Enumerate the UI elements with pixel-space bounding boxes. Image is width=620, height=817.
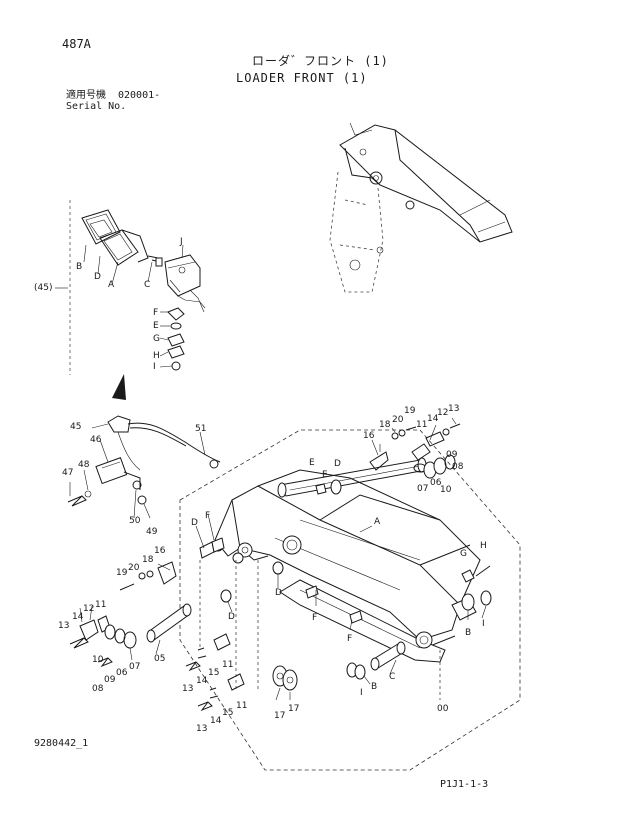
callout-C-lamp: C xyxy=(144,280,151,290)
work-lamp-assembly xyxy=(55,200,206,375)
callout-ref-45: (45) xyxy=(34,283,53,293)
drawing-number: 9280442_1 xyxy=(34,738,89,749)
callout-17-a: 17 xyxy=(274,711,286,721)
callout-16-upper: 16 xyxy=(363,431,375,441)
serial-label-english: Serial No. xyxy=(66,101,127,112)
title-japanese: ローダ゛フロント (1) xyxy=(252,54,389,68)
reference-loader-sketch xyxy=(329,122,513,293)
callout-12-left: 12 xyxy=(83,604,95,614)
callout-F-kit: F xyxy=(153,308,159,318)
serial-label-japanese: 適用号機 xyxy=(66,90,106,101)
serial-value: 020001- xyxy=(118,90,161,101)
callout-46: 46 xyxy=(90,435,102,445)
callout-09-left: 09 xyxy=(104,675,116,685)
callout-J-lamp: J xyxy=(180,237,183,247)
callout-D-lamp: D xyxy=(94,272,101,282)
callout-A-lamp: A xyxy=(108,280,115,290)
callout-I-bottom: I xyxy=(360,688,363,698)
callout-D-arm-left: D xyxy=(191,518,198,528)
callout-20-left: 20 xyxy=(128,563,140,573)
callout-18-upper: 18 xyxy=(379,420,391,430)
page-id: 487A xyxy=(62,37,91,51)
callout-E-lower: E xyxy=(322,470,328,480)
callout-11-low-b: 11 xyxy=(236,701,248,711)
callout-E-upper: E xyxy=(309,458,315,468)
callout-47: 47 xyxy=(62,468,74,478)
callout-09-upper: 09 xyxy=(446,450,458,460)
callout-13-upper: 13 xyxy=(448,404,460,414)
callout-10-upper: 10 xyxy=(440,485,452,495)
callout-48: 48 xyxy=(78,460,90,470)
callout-B-bottom: B xyxy=(371,682,378,692)
callout-15-low-b: 15 xyxy=(222,708,234,718)
callout-D-arm-low: D xyxy=(228,612,235,622)
callout-15-low-a: 15 xyxy=(208,668,220,678)
callout-F-arm-mid: F xyxy=(312,613,318,623)
callout-11-left: 11 xyxy=(95,600,107,610)
callout-06-left: 06 xyxy=(116,668,128,678)
callout-C-bottom: C xyxy=(389,672,396,682)
callout-49: 49 xyxy=(146,527,158,537)
callout-19-left: 19 xyxy=(116,568,128,578)
callout-51: 51 xyxy=(195,424,207,434)
callout-13-low-b: 13 xyxy=(196,724,208,734)
callout-B-lamp: B xyxy=(76,262,83,272)
callout-45: 45 xyxy=(70,422,82,432)
callout-B-right: B xyxy=(465,628,472,638)
callout-19-upper: 19 xyxy=(404,406,416,416)
location-arrow xyxy=(112,374,126,400)
callout-14-low-a: 14 xyxy=(196,676,208,686)
callout-E-kit: E xyxy=(153,321,159,331)
callout-14-low-b: 14 xyxy=(210,716,222,726)
left-pin-hardware xyxy=(69,537,225,668)
callout-11-upper: 11 xyxy=(416,420,428,430)
callout-50: 50 xyxy=(129,516,141,526)
harness-relay-assembly xyxy=(67,415,221,519)
callout-07-upper: 07 xyxy=(417,484,429,494)
callout-14-left: 14 xyxy=(72,612,84,622)
callout-14-upper: 14 xyxy=(427,414,439,424)
callout-I-kit: I xyxy=(153,362,156,372)
callout-16-left: 16 xyxy=(154,546,166,556)
callout-06-upper: 06 xyxy=(430,478,442,488)
title-english: LOADER FRONT (1) xyxy=(236,71,368,85)
callout-G-right: G xyxy=(460,549,467,559)
callout-17-b: 17 xyxy=(288,704,300,714)
callout-H-kit: H xyxy=(153,351,160,361)
phantom-frame xyxy=(179,429,521,771)
callout-F-arm-low: F xyxy=(347,634,353,644)
callout-07-left: 07 xyxy=(129,662,141,672)
callout-D-arm-mid: D xyxy=(275,588,282,598)
callout-13-left: 13 xyxy=(58,621,70,631)
page-code: P1J1-1-3 xyxy=(440,779,489,790)
upper-pin-hardware xyxy=(315,417,461,495)
callout-H-right: H xyxy=(480,541,487,551)
callout-F-arm-left: F xyxy=(205,511,211,521)
callout-05: 05 xyxy=(154,654,166,664)
callout-A-arm: A xyxy=(374,517,381,527)
callout-12-upper: 12 xyxy=(437,408,449,418)
callout-08-upper: 08 xyxy=(452,462,464,472)
callout-G-kit: G xyxy=(153,334,160,344)
callout-08-left: 08 xyxy=(92,684,104,694)
callout-20-upper: 20 xyxy=(392,415,404,425)
callout-I-right: I xyxy=(482,619,485,629)
callout-11-low-a: 11 xyxy=(222,660,234,670)
callout-18-left: 18 xyxy=(142,555,154,565)
lower-pin-hardware xyxy=(185,513,492,712)
callout-13-low-a: 13 xyxy=(182,684,194,694)
callout-00: 00 xyxy=(437,704,449,714)
callout-10-left: 10 xyxy=(92,655,104,665)
callout-D-upper: D xyxy=(334,459,341,469)
